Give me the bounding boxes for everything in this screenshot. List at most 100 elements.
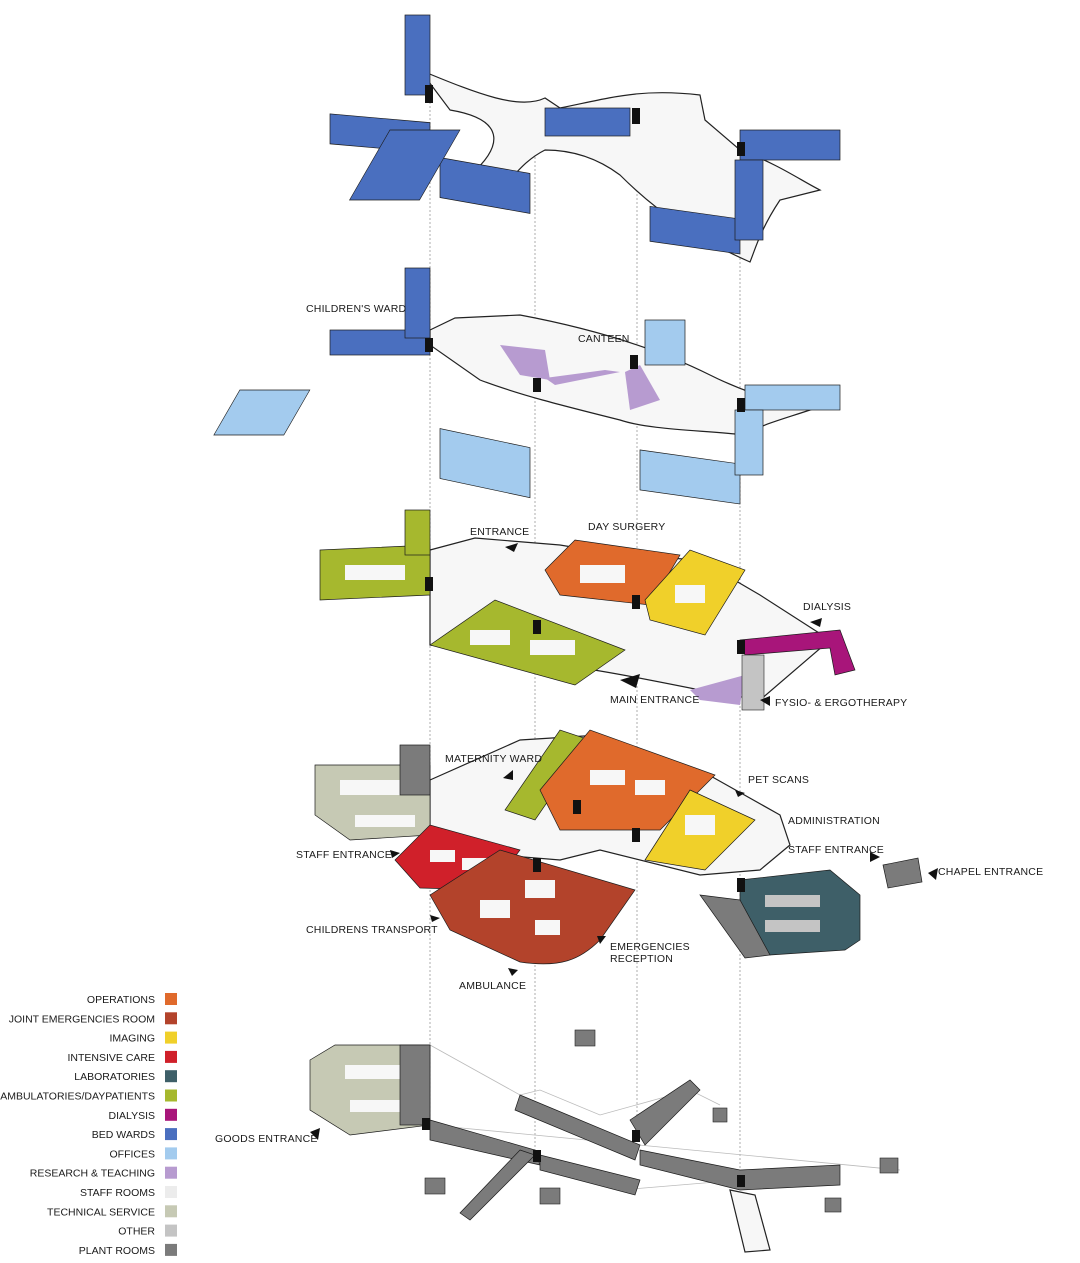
other-block-l3 (741, 654, 765, 711)
level-3-ambulatories (319, 509, 856, 711)
label-main-entrance: MAIN ENTRANCE (610, 694, 700, 706)
label-administration: ADMINISTRATION (788, 815, 880, 827)
imaging-block-l4 (644, 789, 756, 871)
stair-core-1 (574, 1029, 596, 1047)
basement-access-corridor (729, 1189, 771, 1253)
stair-core-2 (424, 1177, 446, 1195)
legend-item: DIALYSIS (109, 1108, 177, 1122)
office-wings (213, 319, 841, 505)
legend-swatch (165, 1031, 177, 1044)
label-ambulance: AMBULANCE (459, 980, 526, 992)
legend-item: INTENSIVE CARE (67, 1050, 177, 1064)
label-dialysis: DIALYSIS (803, 601, 851, 613)
arrow-icon (503, 770, 513, 780)
legend-label: RESEARCH & TEACHING (30, 1168, 155, 1180)
arrow-icon (430, 915, 440, 922)
plant-room-bars (422, 1079, 841, 1221)
label-maternity-ward: MATERNITY WARD (445, 753, 542, 765)
legend-swatch (165, 1205, 177, 1218)
legend: OPERATIONS JOINT EMERGENCIES ROOM IMAGING I… (0, 993, 177, 1257)
legend-swatch (165, 1243, 177, 1256)
childrens-ward-block (329, 267, 433, 356)
legend-swatch (165, 993, 177, 1005)
legend-label: AMBULATORIES/DAYPATIENTS (0, 1091, 155, 1103)
operations-block-l4 (539, 729, 716, 842)
plant-room-strip-l4 (699, 894, 771, 959)
arrow-icon (505, 543, 518, 552)
stair-core-6 (824, 1197, 842, 1213)
arrow-icon (597, 936, 606, 944)
level-2-offices-canteen (213, 267, 841, 505)
level-4-operations-emergency (314, 729, 923, 965)
legend-item: LABORATORIES (74, 1070, 177, 1083)
arrow-icon (508, 968, 518, 976)
legend-label: DIALYSIS (109, 1110, 156, 1122)
label-emergencies-reception-1: EMERGENCIES (610, 941, 690, 953)
legend-item: OTHER (118, 1224, 177, 1238)
legend-label: OPERATIONS (87, 994, 155, 1006)
legend-item: OFFICES (109, 1147, 177, 1160)
legend-label: PLANT ROOMS (79, 1245, 155, 1257)
technical-service-block-l4 (314, 744, 431, 841)
technical-service-block-l5 (309, 1044, 431, 1136)
label-goods-entrance: GOODS ENTRANCE (215, 1133, 318, 1145)
legend-item: BED WARDS (92, 1128, 177, 1141)
legend-label: JOINT EMERGENCIES ROOM (9, 1013, 155, 1025)
imaging-block-l3 (632, 549, 746, 636)
stair-core-5 (712, 1107, 728, 1123)
chapel-block (882, 857, 923, 889)
bed-ward-wing-east (734, 129, 841, 241)
legend-label: OFFICES (109, 1148, 155, 1160)
entrance-arrows (310, 543, 938, 1140)
legend-item: AMBULATORIES/DAYPATIENTS (0, 1089, 177, 1103)
bed-ward-wing-center (544, 107, 640, 137)
legend-item: IMAGING (109, 1031, 177, 1045)
bed-ward-wing-center-left (348, 129, 531, 214)
arrow-icon (760, 696, 770, 706)
level-5-plant-rooms (309, 1029, 901, 1253)
arrow-icon (870, 852, 880, 862)
legend-label: INTENSIVE CARE (67, 1052, 155, 1064)
legend-swatch (165, 1089, 177, 1102)
label-canteen: CANTEEN (578, 333, 630, 345)
legend-swatch (165, 1224, 177, 1237)
arrow-icon (390, 850, 400, 858)
legend-swatch (165, 1128, 177, 1141)
stair-core-3 (539, 1187, 561, 1205)
label-staff-entrance-left: STAFF ENTRANCE (296, 849, 392, 861)
legend-item: TECHNICAL SERVICE (47, 1205, 177, 1218)
level-top-bed-wards (329, 14, 841, 263)
legend-label: BED WARDS (92, 1129, 155, 1141)
label-emergencies-reception-2: RECEPTION (610, 953, 673, 965)
arrow-icon (735, 790, 745, 797)
label-day-surgery: DAY SURGERY (588, 521, 665, 533)
ambulatory-block-center (429, 599, 626, 686)
legend-label: LABORATORIES (74, 1071, 155, 1083)
diagram-labels: CHILDREN'S WARD CANTEEN ENTRANCE DAY SUR… (215, 303, 1043, 1145)
label-childrens-transport: CHILDRENS TRANSPORT (306, 924, 438, 936)
legend-swatch (165, 1012, 177, 1025)
legend-swatch (165, 1070, 177, 1083)
legend-label: IMAGING (109, 1033, 155, 1045)
legend-item: RESEARCH & TEACHING (30, 1166, 177, 1180)
label-pet-scans: PET SCANS (748, 774, 809, 786)
legend-item: STAFF ROOMS (80, 1186, 177, 1199)
arrow-icon (310, 1128, 320, 1140)
legend-item: JOINT EMERGENCIES ROOM (9, 1012, 177, 1025)
legend-label: TECHNICAL SERVICE (47, 1206, 155, 1218)
label-staff-entrance-right: STAFF ENTRANCE (788, 844, 884, 856)
day-surgery-block (544, 539, 681, 606)
label-childrens-ward: CHILDREN'S WARD (306, 303, 407, 315)
stair-core-4 (879, 1157, 899, 1174)
arrow-icon (620, 674, 640, 688)
label-entrance: ENTRANCE (470, 526, 529, 538)
legend-item: PLANT ROOMS (79, 1243, 177, 1257)
research-teaching-area-l3 (690, 675, 745, 705)
legend-label: OTHER (118, 1226, 155, 1238)
arrow-icon (928, 868, 938, 880)
laboratories-block (737, 869, 861, 956)
ambulatory-block-nw (319, 509, 433, 601)
label-chapel-entrance: CHAPEL ENTRANCE (938, 866, 1043, 878)
legend-swatch (165, 1147, 177, 1160)
